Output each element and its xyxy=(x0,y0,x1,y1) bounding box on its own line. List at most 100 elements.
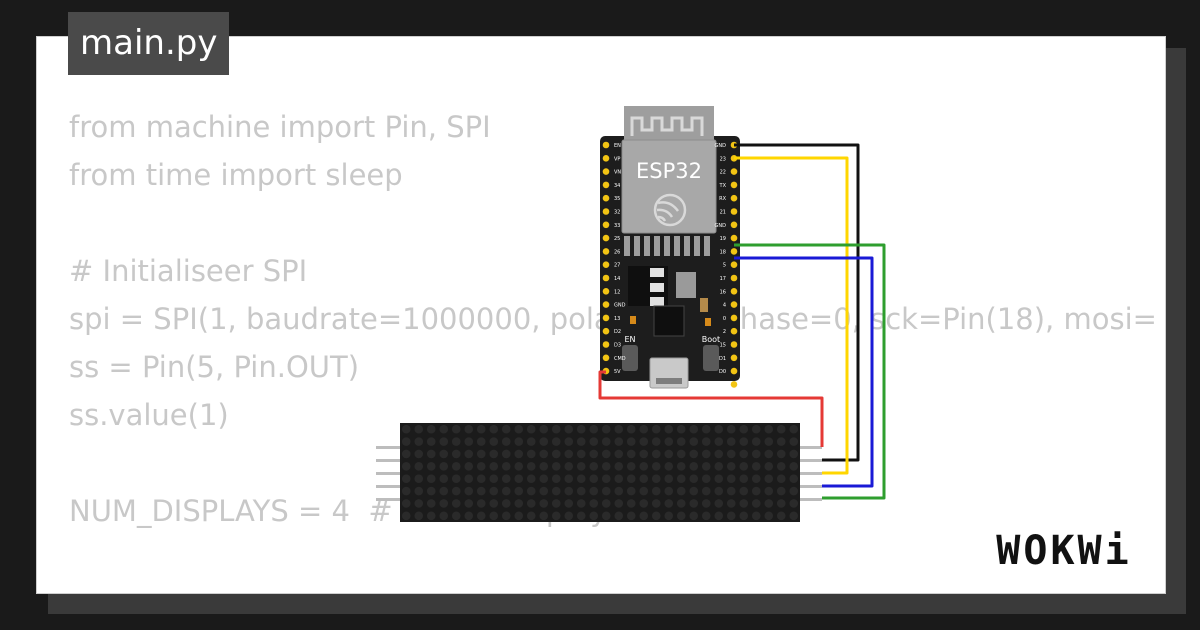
matrix-led xyxy=(651,424,661,434)
pin-pad[interactable] xyxy=(602,194,610,202)
pin-pad[interactable] xyxy=(602,354,610,362)
pin-pad[interactable] xyxy=(602,221,610,229)
matrix-led xyxy=(576,511,586,521)
pin-label: D0 xyxy=(719,369,726,375)
matrix-led xyxy=(676,486,686,496)
wire-clk[interactable] xyxy=(734,256,874,488)
pin-pad[interactable] xyxy=(730,381,738,388)
pin-label: 25 xyxy=(614,236,620,242)
matrix-led xyxy=(401,486,411,496)
pin-label: 2 xyxy=(723,329,726,335)
matrix-led xyxy=(551,499,561,508)
wire-cs[interactable] xyxy=(734,243,886,500)
matrix-led xyxy=(789,424,799,434)
pin-pad[interactable] xyxy=(602,208,610,215)
wire-din[interactable] xyxy=(734,156,849,475)
matrix-led xyxy=(676,462,686,471)
antenna-trace xyxy=(630,116,704,136)
matrix-led xyxy=(739,424,749,434)
pin-pad[interactable] xyxy=(730,314,738,322)
pin-pad[interactable] xyxy=(602,288,610,295)
pin-pad[interactable] xyxy=(730,248,738,255)
pin-pad[interactable] xyxy=(730,288,738,295)
matrix-led xyxy=(714,449,724,459)
matrix-led xyxy=(689,424,699,434)
wire-gnd[interactable] xyxy=(734,143,860,462)
pin-pad[interactable] xyxy=(602,314,610,322)
matrix-led xyxy=(589,462,599,471)
component-small xyxy=(650,283,664,292)
matrix-led xyxy=(439,486,449,496)
boot-button[interactable] xyxy=(703,345,719,371)
matrix-led xyxy=(464,437,474,446)
matrix-led xyxy=(526,462,536,471)
pin-pad[interactable] xyxy=(730,341,738,348)
pin-label: 32 xyxy=(614,210,620,216)
pin-pad[interactable] xyxy=(730,261,738,269)
matrix-led xyxy=(489,437,499,446)
wokwi-logo-text: WOKWi xyxy=(996,528,1132,574)
matrix-led xyxy=(551,424,561,434)
pin-pad[interactable] xyxy=(730,194,738,202)
led-matrix-module[interactable] xyxy=(376,423,822,522)
file-tab-main-py[interactable]: main.py xyxy=(68,12,230,75)
wire-vcc[interactable] xyxy=(598,370,824,447)
pin-label: CMD xyxy=(614,356,626,362)
matrix-led xyxy=(426,499,436,508)
matrix-led xyxy=(564,462,574,471)
pin-pad[interactable] xyxy=(602,168,610,175)
matrix-led xyxy=(426,474,436,483)
matrix-led xyxy=(739,511,749,521)
pin-pad[interactable] xyxy=(730,168,738,175)
pin-pad[interactable] xyxy=(602,341,610,348)
pin-pad[interactable] xyxy=(730,301,738,308)
matrix-led xyxy=(501,511,511,521)
pin-pad[interactable] xyxy=(730,181,738,189)
pin-pad[interactable] xyxy=(730,234,738,242)
matrix-led xyxy=(764,474,774,483)
pin-pad[interactable] xyxy=(730,221,738,229)
pin-pad[interactable] xyxy=(602,141,610,149)
matrix-led xyxy=(464,486,474,496)
esp32-board[interactable]: ESP32 EN Boot ENVPVN343532332526271412GN… xyxy=(600,106,740,389)
matrix-led xyxy=(751,511,761,521)
matrix-led xyxy=(639,449,649,459)
pin-pad[interactable] xyxy=(602,248,610,255)
wires xyxy=(598,143,886,500)
matrix-led xyxy=(651,474,661,483)
pin-pad[interactable] xyxy=(730,354,738,362)
matrix-led xyxy=(589,474,599,483)
matrix-led xyxy=(664,486,674,496)
pin-pad[interactable] xyxy=(602,327,610,335)
matrix-led xyxy=(576,424,586,434)
matrix-led xyxy=(526,499,536,508)
matrix-led xyxy=(501,486,511,496)
matrix-led xyxy=(451,424,461,434)
matrix-led xyxy=(676,511,686,521)
matrix-led xyxy=(439,424,449,434)
pin-pad[interactable] xyxy=(730,274,738,282)
matrix-led xyxy=(739,474,749,483)
pin-pad[interactable] xyxy=(602,155,610,162)
matrix-led xyxy=(589,449,599,459)
matrix-output-pins-right xyxy=(800,446,822,501)
pin-pad[interactable] xyxy=(602,181,610,189)
pin-pad[interactable] xyxy=(602,274,610,282)
pin-pad[interactable] xyxy=(602,234,610,242)
matrix-led xyxy=(739,449,749,459)
pin-pad[interactable] xyxy=(730,208,738,215)
matrix-input-pins-left xyxy=(376,446,400,501)
pin-pad[interactable] xyxy=(602,261,610,269)
en-button[interactable] xyxy=(622,345,638,371)
pin-pad[interactable] xyxy=(602,301,610,308)
pin-pad[interactable] xyxy=(730,327,738,335)
matrix-led xyxy=(689,474,699,483)
matrix-led xyxy=(651,449,661,459)
matrix-led xyxy=(701,474,711,483)
matrix-led xyxy=(601,449,611,459)
led-indicator xyxy=(630,316,636,324)
matrix-led xyxy=(514,486,524,496)
pin-pad[interactable] xyxy=(730,367,738,375)
matrix-led xyxy=(676,424,686,434)
matrix-led xyxy=(689,449,699,459)
